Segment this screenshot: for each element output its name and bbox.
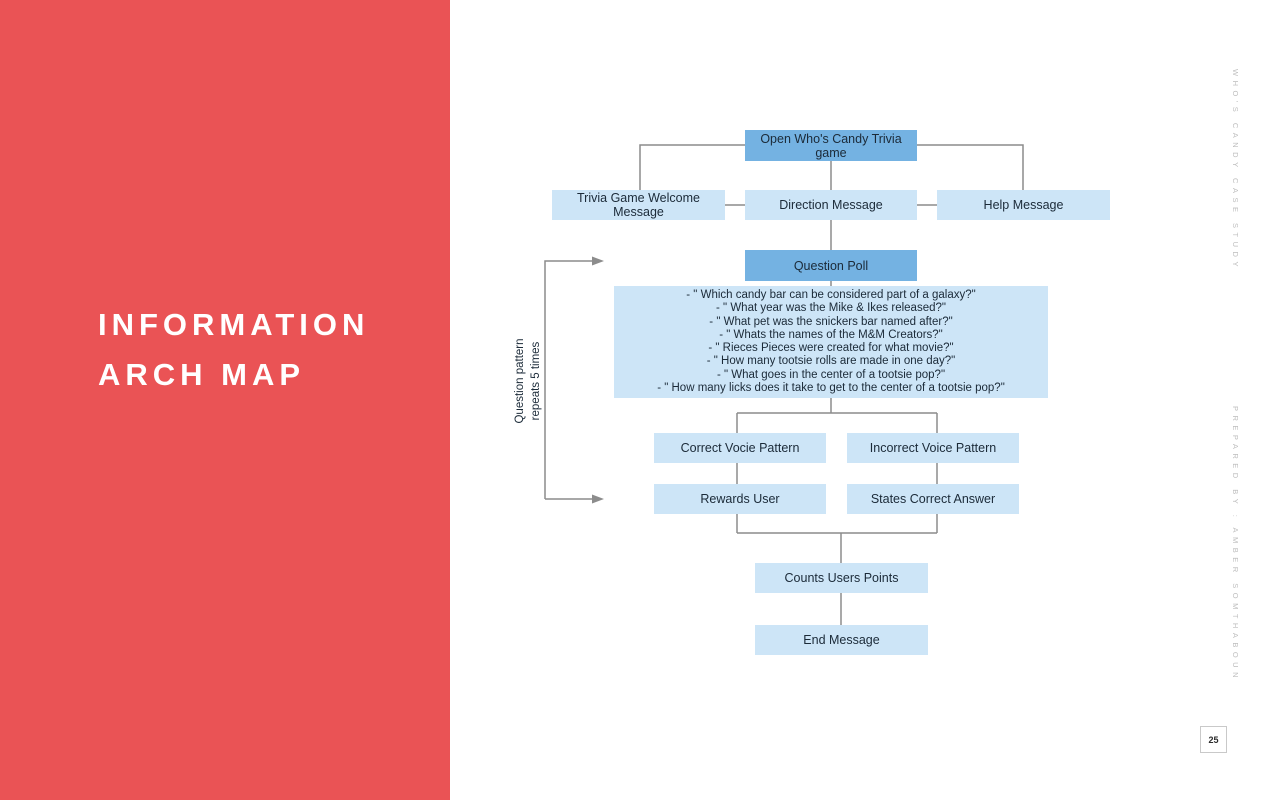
node-question-list: - " Which candy bar can be considered pa… — [614, 286, 1048, 398]
node-rewards-user: Rewards User — [654, 484, 826, 514]
question-line: - " How many tootsie rolls are made in o… — [706, 355, 956, 368]
loop-repeat-label-line1: Question pattern — [514, 338, 526, 424]
page-title: INFORMATION ARCH MAP — [98, 300, 369, 400]
node-correct-voice-pattern: Correct Vocie Pattern — [654, 433, 826, 463]
node-states-correct-answer: States Correct Answer — [847, 484, 1019, 514]
node-incorrect-voice-pattern: Incorrect Voice Pattern — [847, 433, 1019, 463]
title-panel: INFORMATION ARCH MAP — [0, 0, 450, 800]
node-end-message: End Message — [755, 625, 928, 655]
page-number-value: 25 — [1208, 734, 1219, 745]
prepared-by-vertical-caption: PREPARED BY : AMBER SOMTHABOUN — [1231, 406, 1240, 683]
question-line: - " Whats the names of the M&M Creators?… — [719, 328, 943, 341]
question-line: - " How many licks does it take to get t… — [657, 382, 1005, 395]
node-open-game: Open Who's Candy Trivia game — [745, 130, 917, 161]
question-line: - " What pet was the snickers bar named … — [709, 315, 953, 328]
question-line: - " Which candy bar can be considered pa… — [686, 289, 976, 301]
loop-repeat-label: Question pattern repeats 5 times — [512, 316, 544, 446]
page-number-badge: 25 — [1200, 726, 1227, 753]
case-study-vertical-caption: WHO'S CANDY CASE STUDY — [1231, 69, 1240, 271]
node-question-poll: Question Poll — [745, 250, 917, 281]
question-line: - " Rieces Pieces were created for what … — [708, 342, 954, 355]
page-title-line2: ARCH MAP — [98, 357, 306, 392]
node-counts-users-points: Counts Users Points — [755, 563, 928, 593]
loop-repeat-label-line2: repeats 5 times — [530, 341, 542, 421]
question-line: - " What goes in the center of a tootsie… — [716, 368, 946, 381]
page-title-line1: INFORMATION — [98, 307, 370, 342]
node-welcome-message: Trivia Game Welcome Message — [552, 190, 725, 220]
node-direction-message: Direction Message — [745, 190, 917, 220]
node-help-message: Help Message — [937, 190, 1110, 220]
question-line: - " What year was the Mike & Ikes releas… — [716, 302, 946, 315]
